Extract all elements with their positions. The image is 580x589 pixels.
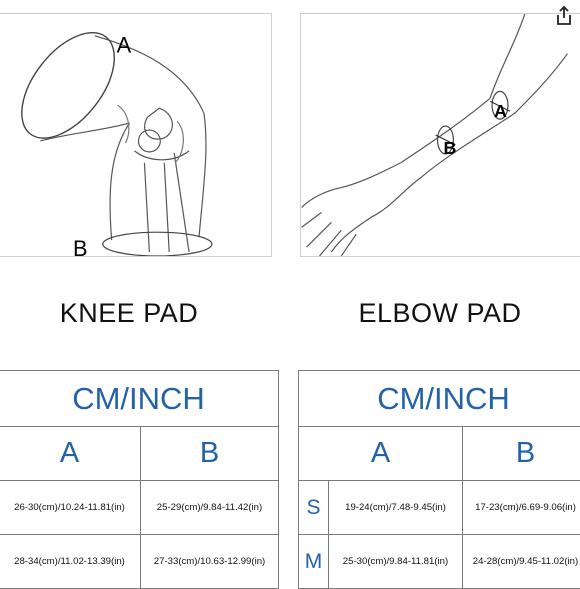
elbow-size-s: S bbox=[299, 481, 329, 535]
share-icon[interactable] bbox=[552, 4, 576, 28]
elbow-label-b: B bbox=[443, 138, 456, 158]
knee-unit-header: CM/INCH bbox=[0, 371, 279, 427]
elbow-pad-title: ELBOW PAD bbox=[300, 298, 580, 329]
elbow-illustration: A B bbox=[300, 13, 580, 257]
elbow-size-table: CM/INCH A B S 19-24(cm)/7.48-9.45(in) 17… bbox=[298, 370, 580, 589]
knee-col-a: A bbox=[0, 427, 141, 481]
elbow-col-a: A bbox=[299, 427, 463, 481]
knee-row2-a: 28-34(cm)/11.02-13.39(in) bbox=[0, 535, 141, 589]
elbow-row1-a: 19-24(cm)/7.48-9.45(in) bbox=[329, 481, 463, 535]
elbow-label-a: A bbox=[494, 101, 507, 121]
table-row: S 19-24(cm)/7.48-9.45(in) 17-23(cm)/6.69… bbox=[299, 481, 580, 535]
table-row: M 25-30(cm)/9.84-11.81(in) 24-28(cm)/9.4… bbox=[299, 535, 580, 589]
elbow-size-m: M bbox=[299, 535, 329, 589]
knee-drawing: A B bbox=[0, 14, 271, 256]
table-row: 26-30(cm)/10.24-11.81(in) 25-29(cm)/9.84… bbox=[0, 481, 279, 535]
knee-label-a: A bbox=[117, 33, 132, 58]
knee-size-table: CM/INCH A B 26-30(cm)/10.24-11.81(in) 25… bbox=[0, 370, 279, 589]
knee-pad-title: KNEE PAD bbox=[0, 298, 258, 329]
knee-row1-a: 26-30(cm)/10.24-11.81(in) bbox=[0, 481, 141, 535]
knee-illustration: A B bbox=[0, 13, 272, 257]
elbow-unit-header: CM/INCH bbox=[299, 371, 580, 427]
elbow-row1-b: 17-23(cm)/6.69-9.06(in) bbox=[463, 481, 580, 535]
knee-label-b: B bbox=[73, 236, 88, 256]
arm-drawing: A B bbox=[301, 14, 580, 256]
knee-row2-b: 27-33(cm)/10.63-12.99(in) bbox=[141, 535, 279, 589]
knee-col-b: B bbox=[141, 427, 279, 481]
table-row: 28-34(cm)/11.02-13.39(in) 27-33(cm)/10.6… bbox=[0, 535, 279, 589]
elbow-row2-b: 24-28(cm)/9.45-11.02(in) bbox=[463, 535, 580, 589]
elbow-col-b: B bbox=[463, 427, 580, 481]
elbow-row2-a: 25-30(cm)/9.84-11.81(in) bbox=[329, 535, 463, 589]
knee-row1-b: 25-29(cm)/9.84-11.42(in) bbox=[141, 481, 279, 535]
